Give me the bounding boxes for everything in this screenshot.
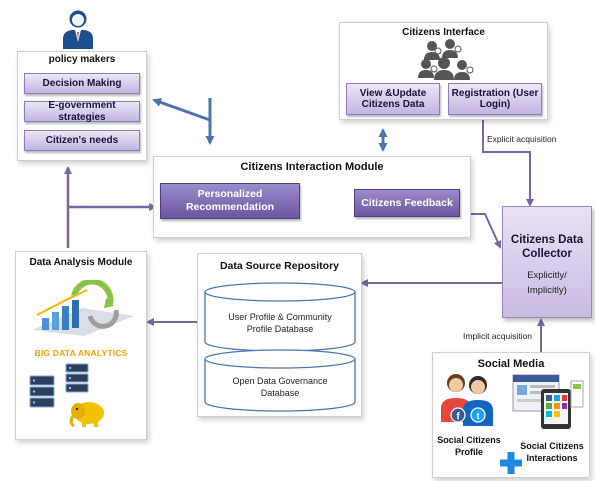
data-analysis-module-panel: Data Analysis Module BIG DATA ANALYTICS (15, 251, 147, 440)
social-profile-people-icon: f t (439, 370, 497, 428)
social-citizens-profile-label: Social Citizens Profile (437, 435, 501, 457)
social-citizens-interactions-label: Social Citizens Interactions (520, 441, 584, 463)
citizens-group-icon (412, 38, 478, 82)
policy-makers-panel: policy makers Decision Making E-governme… (17, 51, 147, 161)
citizens-needs-button[interactable]: Citizen's needs (24, 130, 140, 151)
social-media-title: Social Media (477, 358, 545, 370)
citizens-interface-panel: Citizens Interface View &Update Citizens… (339, 22, 548, 120)
hadoop-elephant-icon (68, 398, 108, 428)
arrow-left-branch (64, 166, 157, 248)
citizens-feedback-button[interactable]: Citizens Feedback (354, 189, 460, 217)
big-data-analytics-label: BIG DATA ANALYTICS (34, 348, 128, 358)
plus-icon (499, 451, 523, 475)
open-data-database-label: Open Data Governance Database (232, 376, 328, 398)
citizens-interaction-module-panel: Citizens Interaction Module Personalized… (153, 156, 471, 238)
collector-subtitle: Explicitly/ Implicitly) (527, 270, 567, 296)
data-analysis-title: Data Analysis Module (29, 257, 133, 268)
personalized-recommendation-button[interactable]: Personalized Recommendation (160, 183, 300, 219)
policy-makers-title: policy makers (48, 54, 116, 65)
analytics-chart-illustration (22, 278, 140, 336)
implicit-acquisition-label: Implicit acquisition (463, 331, 532, 341)
database-cylinders (204, 282, 356, 412)
e-government-strategies-button[interactable]: E-government strategies (24, 100, 140, 123)
open-data-database-cylinder (204, 349, 356, 412)
data-source-repository-panel: Data Source Repository User Profile & Co… (197, 253, 362, 417)
user-profile-database-label: User Profile & Community Profile Databas… (228, 312, 332, 334)
arrow-blue-policy-interaction (152, 98, 215, 145)
registration-button[interactable]: Registration (User Login) (448, 83, 542, 115)
policy-makers-icon (60, 9, 96, 49)
view-update-citizens-data-button[interactable]: View &Update Citizens Data (346, 83, 440, 115)
citizens-data-collector-box[interactable]: Citizens Data Collector Explicitly/ Impl… (502, 206, 592, 318)
arrow-explicit-acquisition (482, 118, 534, 207)
svg-text:t: t (477, 411, 480, 421)
social-feeds-screenshot-icon (511, 371, 585, 431)
citizens-interface-title: Citizens Interface (402, 27, 485, 38)
interaction-module-title: Citizens Interaction Module (240, 161, 384, 173)
repository-title: Data Source Repository (219, 260, 340, 272)
svg-text:f: f (456, 412, 460, 423)
decision-making-button[interactable]: Decision Making (24, 73, 140, 94)
explicit-acquisition-label: Explicit acquisition (487, 134, 557, 144)
collector-title: Citizens Data Collector (510, 234, 584, 261)
server-stack-icon (26, 362, 96, 414)
social-media-panel: Social Media f t (432, 352, 590, 478)
